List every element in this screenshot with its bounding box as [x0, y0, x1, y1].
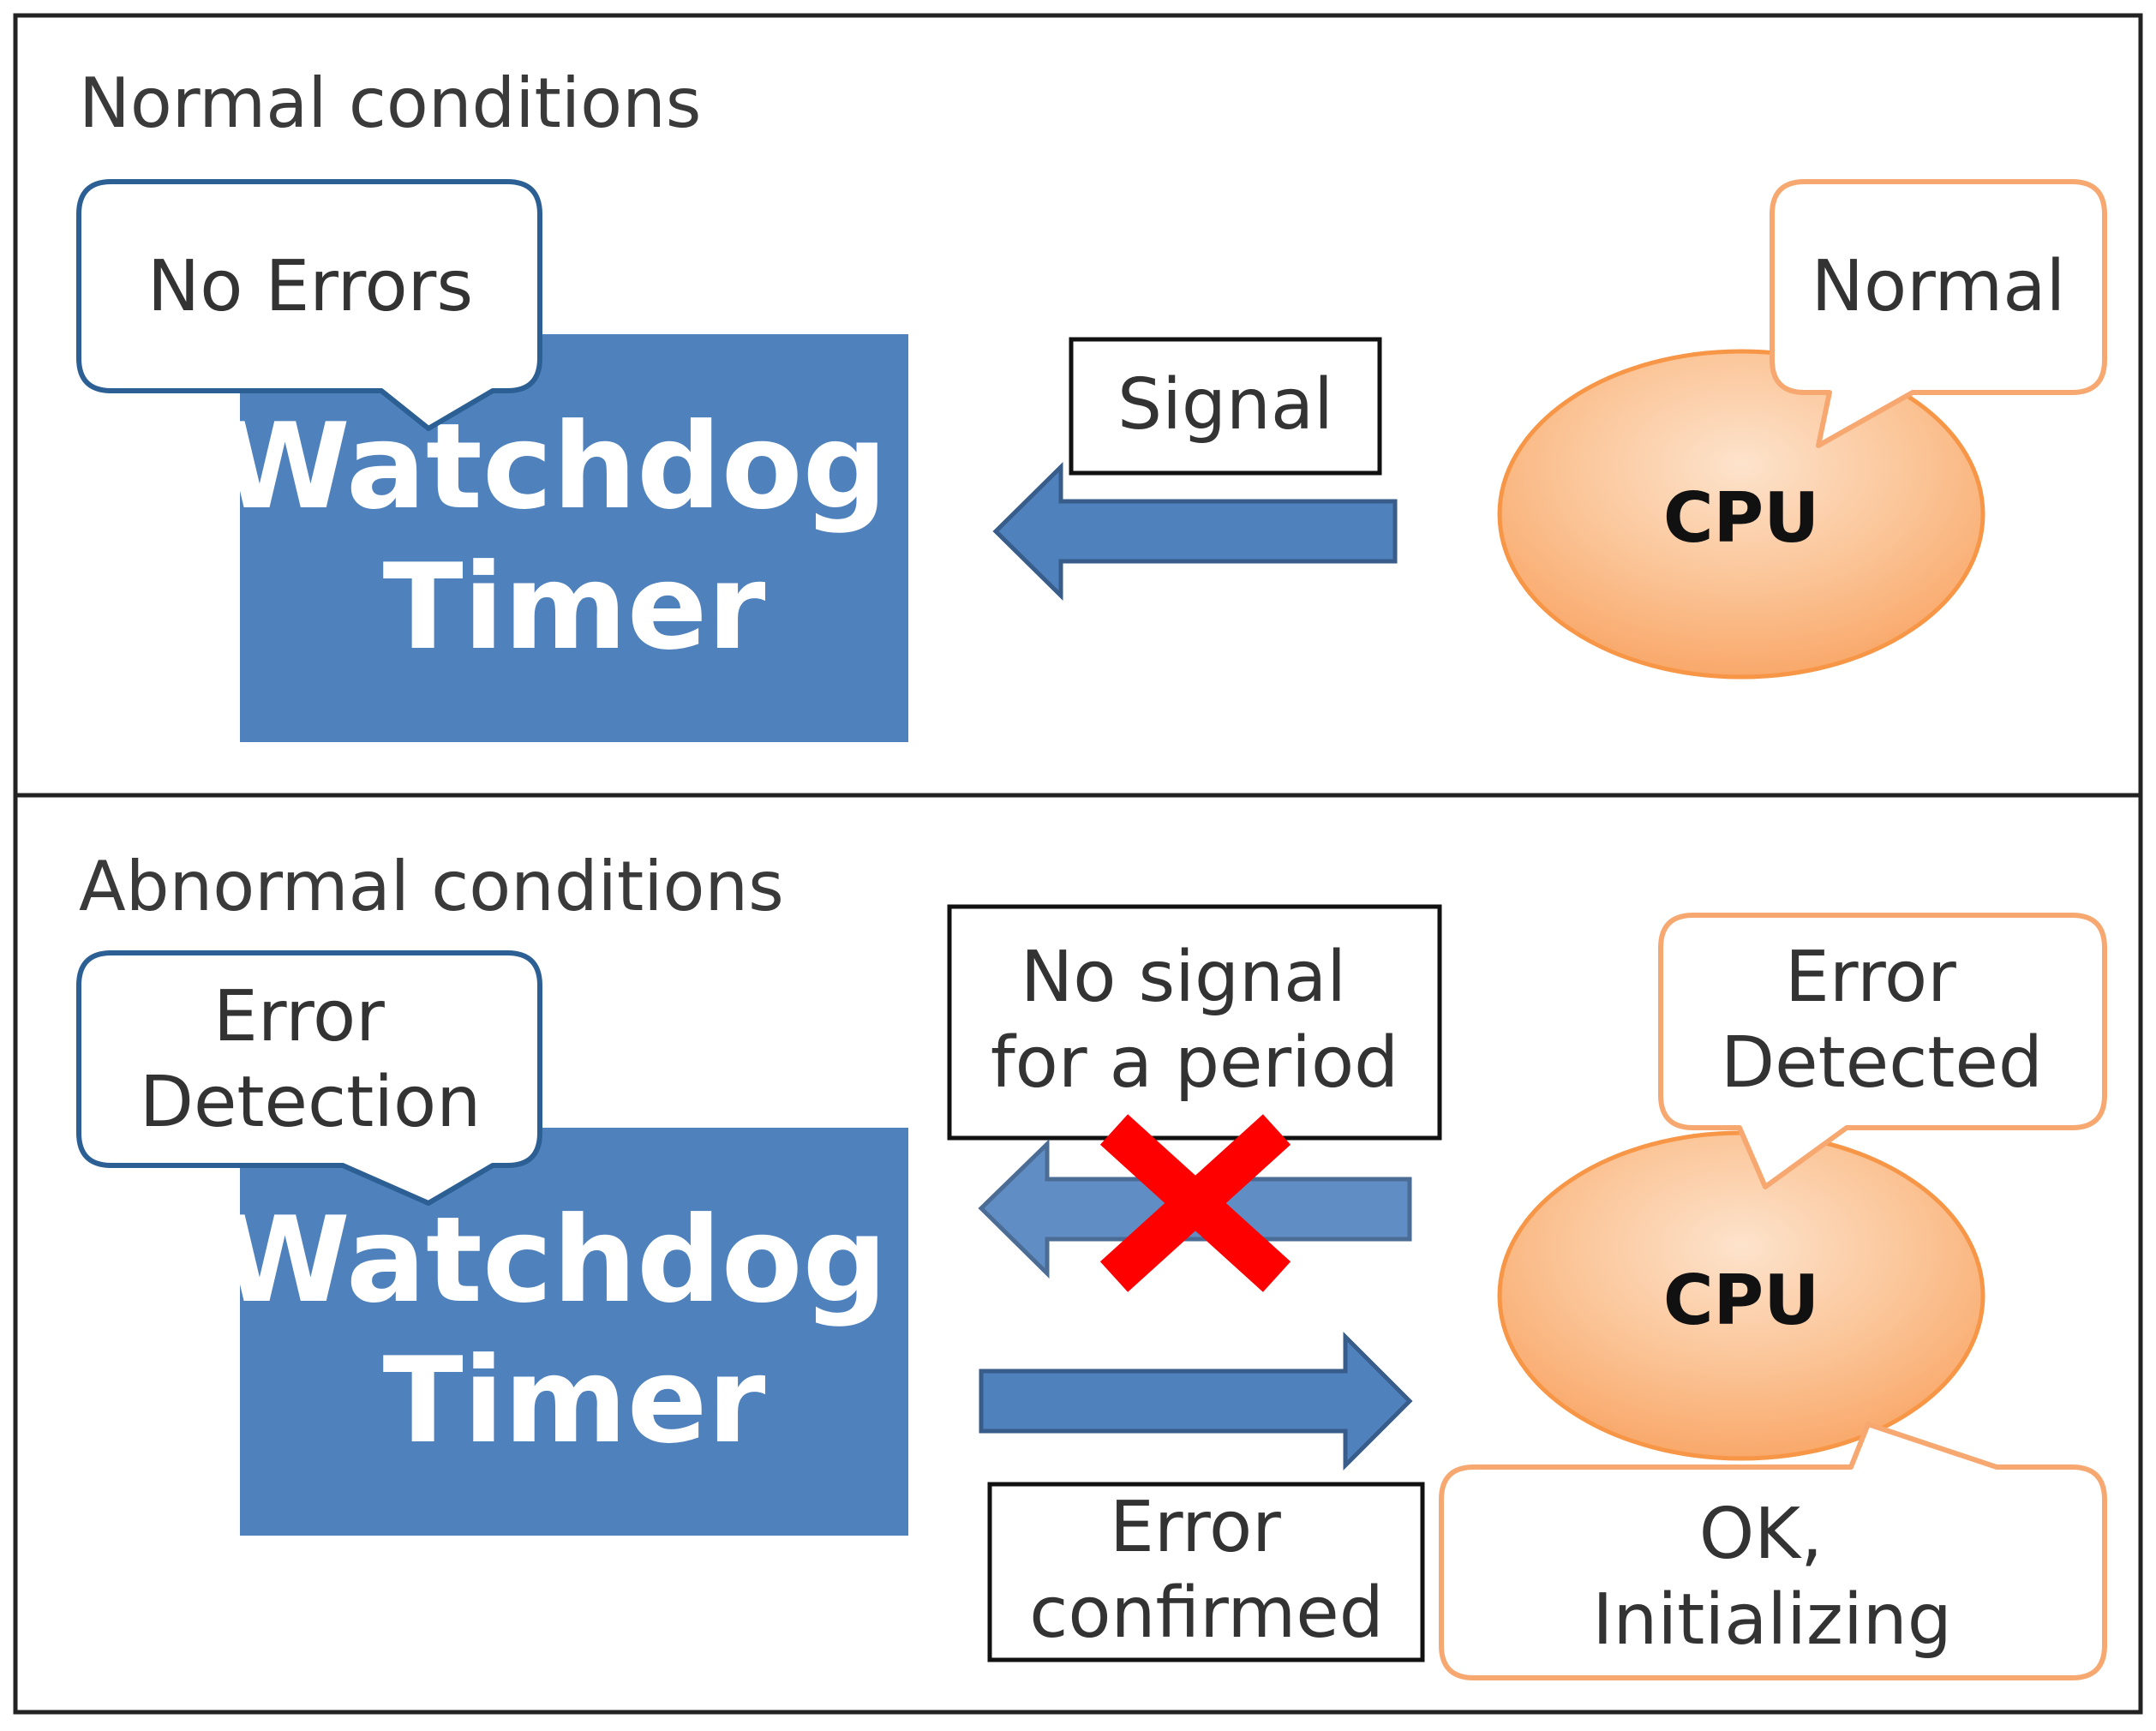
- error-detection-callout: [76, 950, 542, 1206]
- error-detection-text: Error Detection: [140, 976, 481, 1143]
- no-signal-text: No signal for a period: [991, 937, 1398, 1104]
- signal-text: Signal: [1117, 364, 1333, 446]
- error-confirmed-arrow-right: [979, 1331, 1413, 1471]
- watchdog-timer-box: [240, 1128, 908, 1536]
- normal-callout-text: Normal: [1812, 246, 2066, 327]
- abnormal-title: Abnormal conditions: [79, 847, 784, 926]
- normal-title: Normal conditions: [79, 63, 701, 143]
- no-signal-box: [947, 904, 1442, 1141]
- watchdog-label-line: Timer: [383, 1332, 766, 1470]
- watchdog-timer-label: Watchdog Timer: [220, 398, 929, 676]
- no-errors-callout: [76, 179, 542, 431]
- error-confirmed-text: Error confirmed: [1029, 1487, 1384, 1654]
- watchdog-timer-label: Watchdog Timer: [220, 1191, 929, 1470]
- error-detected-callout: [1658, 913, 2107, 1189]
- error-confirmed-box: [987, 1482, 1425, 1662]
- watchdog-label-line: Watchdog: [220, 1191, 888, 1329]
- cross-mark-icon: [1099, 1114, 1291, 1292]
- normal-callout: [1770, 179, 2107, 448]
- cpu-label-abnormal: CPU: [1663, 1261, 1819, 1340]
- watchdog-timer-box: [240, 334, 908, 742]
- watchdog-label-line: Timer: [383, 538, 766, 676]
- error-detected-text: Error Detected: [1721, 937, 2043, 1104]
- cpu-ellipse-normal: [1497, 349, 1985, 680]
- signal-arrow-left-shape: [992, 462, 1398, 601]
- no-errors-text: No Errors: [147, 246, 473, 327]
- cpu-label-normal: CPU: [1663, 478, 1819, 558]
- initializing-callout: [1439, 1422, 2107, 1680]
- signal-box: [1069, 337, 1382, 476]
- watchdog-label-line: Watchdog: [220, 398, 888, 536]
- initializing-text: OK, Initializing: [1592, 1494, 1952, 1661]
